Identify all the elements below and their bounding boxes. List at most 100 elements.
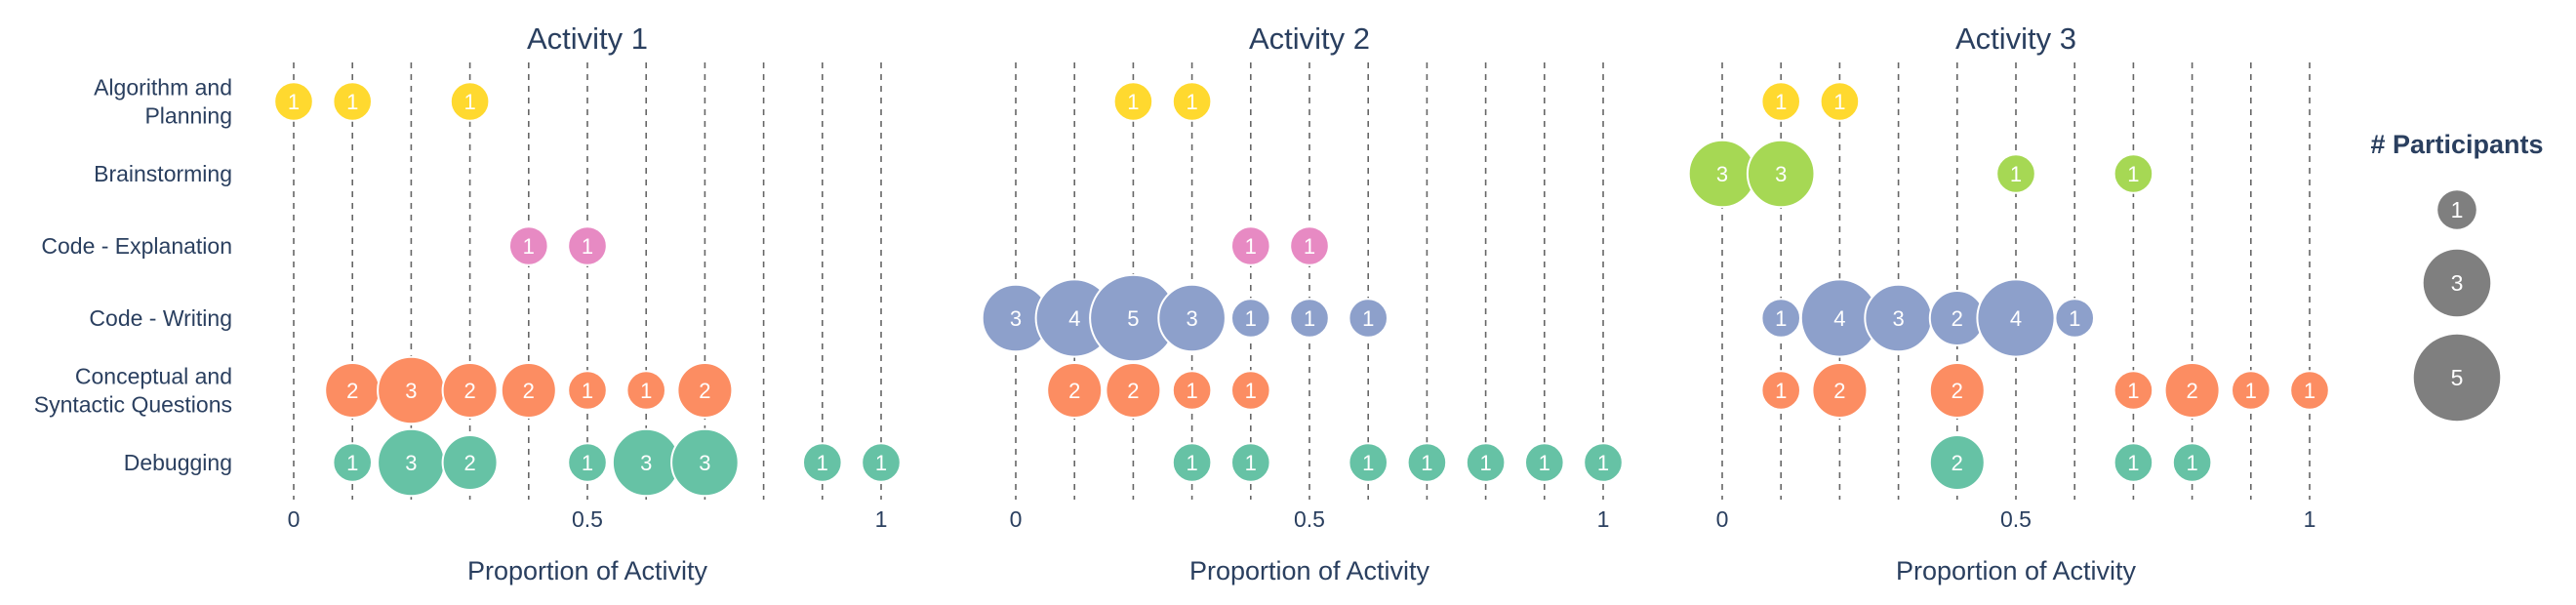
bubble: 2	[1928, 361, 1986, 420]
bubble-count-label: 1	[1245, 234, 1257, 259]
bubble-count-label: 1	[2245, 379, 2257, 403]
row-label: Brainstorming	[94, 161, 232, 186]
bubble: 1	[2113, 153, 2154, 194]
bubble-marker	[2171, 442, 2213, 483]
bubble: 1	[1171, 370, 1213, 411]
bubble-marker	[1046, 361, 1104, 420]
x-tick-label: 0.5	[2000, 506, 2032, 532]
bubble-count-label: 1	[1245, 379, 1257, 403]
bubble-marker	[1289, 298, 1330, 339]
x-tick-label: 0.5	[572, 506, 603, 532]
bubble: 1	[1289, 225, 1330, 266]
bubble: 1	[1406, 442, 1448, 483]
bubble: 2	[1046, 361, 1104, 420]
bubble-marker	[567, 370, 608, 411]
bubble-count-label: 1	[1304, 306, 1315, 331]
bubble-count-label: 1	[1539, 451, 1550, 475]
bubble: 3	[1687, 139, 1757, 209]
bubble-count-label: 1	[346, 451, 358, 475]
x-tick-label: 0	[288, 506, 301, 532]
bubble-marker	[500, 361, 557, 420]
legend-marker	[2413, 334, 2501, 422]
bubble: 1	[273, 81, 314, 122]
bubble-count-label: 1	[817, 451, 828, 475]
bubble-marker	[2231, 370, 2272, 411]
bubble-count-label: 1	[1362, 451, 1374, 475]
x-tick-label: 0.5	[1294, 506, 1325, 532]
bubble-marker	[1171, 442, 1213, 483]
bubble-count-label: 1	[582, 379, 593, 403]
bubble-marker	[1289, 225, 1330, 266]
bubble: 2	[1928, 289, 1986, 347]
bubble: 1	[1465, 442, 1507, 483]
bubble-count-label: 4	[2010, 306, 2022, 331]
bubble-count-label: 1	[1775, 306, 1787, 331]
bubble-marker	[670, 427, 740, 498]
bubble-count-label: 2	[1952, 451, 1963, 475]
row-label: Debugging	[124, 450, 232, 475]
bubble-count-label: 2	[346, 379, 358, 403]
panel-title: Activity 2	[1249, 21, 1370, 56]
bubble-count-label: 2	[1952, 379, 1963, 403]
bubble: 1	[1760, 81, 1801, 122]
bubble-marker	[676, 361, 734, 420]
bubble-marker	[1171, 370, 1213, 411]
bubble: 1	[1348, 298, 1389, 339]
bubble-count-label: 1	[1127, 90, 1139, 114]
bubble-marker	[1406, 442, 1448, 483]
bubble: 1	[1348, 442, 1389, 483]
bubble: 2	[441, 361, 499, 420]
bubble-marker	[567, 225, 608, 266]
bubble-marker	[2113, 153, 2154, 194]
bubble-count-label: 1	[1186, 379, 1197, 403]
bubble: 1	[332, 81, 374, 122]
bubble-marker	[441, 433, 499, 492]
bubble: 1	[861, 442, 902, 483]
bubble-marker	[1230, 370, 1271, 411]
bubble-count-label: 2	[1068, 379, 1080, 403]
bubble: 1	[1230, 370, 1271, 411]
bubble: 3	[1864, 283, 1933, 353]
bubble-marker	[508, 225, 549, 266]
bubble: 1	[1230, 442, 1271, 483]
bubble: 2	[1811, 361, 1869, 420]
bubble-marker	[1760, 81, 1801, 122]
bubble-count-label: 2	[699, 379, 710, 403]
x-tick-label: 1	[875, 506, 888, 532]
bubble-count-label: 1	[1421, 451, 1432, 475]
bubble-marker	[861, 442, 902, 483]
bubble-count-label: 3	[1716, 162, 1728, 186]
bubble: 1	[567, 370, 608, 411]
bubble-marker	[1348, 298, 1389, 339]
bubble: 3	[1746, 139, 1816, 209]
bubble-count-label: 1	[582, 451, 593, 475]
x-tick-label: 0	[1010, 506, 1023, 532]
bubble: 1	[1819, 81, 1861, 122]
bubble-count-label: 1	[2304, 379, 2315, 403]
bubble-count-label: 2	[1952, 306, 1963, 331]
bubble-count-label: 2	[2186, 379, 2197, 403]
bubble-count-label: 1	[1833, 90, 1845, 114]
bubble-count-label: 3	[1892, 306, 1904, 331]
bubble-count-label: 3	[405, 379, 417, 403]
bubble-count-label: 2	[1127, 379, 1139, 403]
bubble: 3	[670, 427, 740, 498]
bubble-count-label: 2	[463, 379, 475, 403]
bubble-count-label: 1	[2186, 451, 2197, 475]
bubble-count-label: 4	[1833, 306, 1845, 331]
bubble-count-label: 1	[2127, 379, 2139, 403]
bubble-count-label: 3	[640, 451, 652, 475]
x-axis-label: Proportion of Activity	[1896, 556, 2137, 585]
legend-label: 5	[2451, 365, 2464, 390]
bubble: 1	[625, 370, 667, 411]
bubble-marker	[332, 442, 374, 483]
bubble: 1	[1171, 442, 1213, 483]
bubble-count-label: 5	[1127, 306, 1139, 331]
size-legend: # Participants 135	[2370, 130, 2544, 422]
bubble: 1	[332, 442, 374, 483]
bubble: 2	[1105, 361, 1162, 420]
bubble-count-label: 1	[1775, 379, 1787, 403]
